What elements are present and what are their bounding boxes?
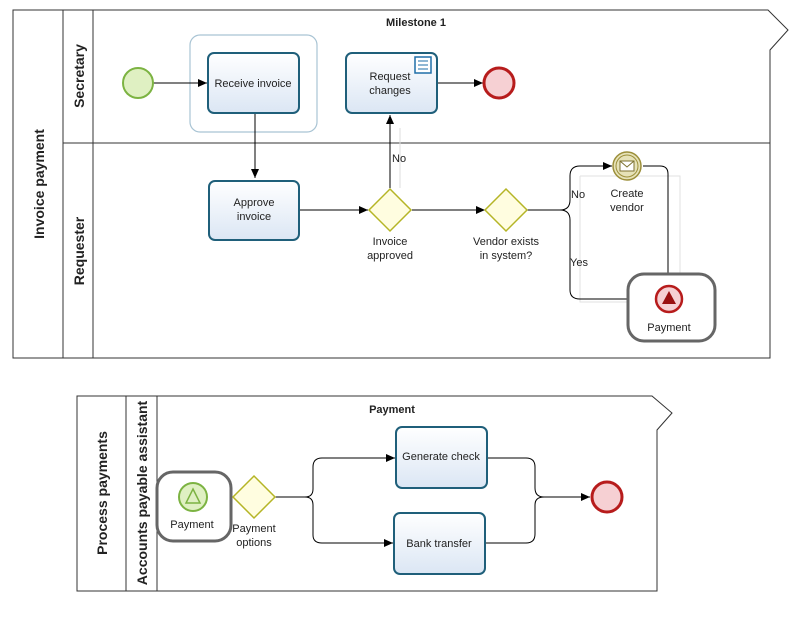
task-request-changes-label-2: changes	[369, 85, 411, 97]
gateway-payment-options[interactable]	[231, 474, 277, 520]
milestone-label: Milestone 1	[386, 17, 446, 29]
pool2-title: Process payments	[94, 431, 110, 555]
signal-end-event-payment[interactable]	[626, 272, 717, 343]
task-approve-invoice-label-1: Approve	[234, 197, 275, 209]
task-approve-invoice-label-2: invoice	[237, 211, 271, 223]
flow-label-no-vendor: No	[571, 189, 585, 201]
flow-yes-to-payment	[527, 209, 655, 303]
flow-check-to-end	[487, 457, 590, 501]
start-event[interactable]	[122, 67, 154, 99]
triangle-signal-icon	[662, 291, 676, 304]
task-receive-invoice-label: Receive invoice	[214, 78, 291, 90]
gateway-invoice-approved[interactable]	[367, 187, 413, 233]
end-event-payment[interactable]	[590, 480, 624, 514]
lane-secretary-label: Secretary	[71, 44, 87, 108]
triangle-signal-icon	[184, 487, 202, 504]
milestone-payment-label: Payment	[369, 404, 415, 416]
task-generate-check[interactable]: Generate check	[395, 426, 488, 489]
flow-label-yes-vendor: Yes	[570, 257, 588, 269]
signal-start-event-payment[interactable]	[155, 470, 233, 543]
flow-label-no-approved: No	[392, 153, 406, 165]
create-vendor-label-2: vendor	[610, 202, 644, 214]
gateway-vendor-exists[interactable]	[483, 187, 529, 233]
flow-transfer-to-end	[485, 496, 545, 544]
sequence-flows-pool1	[153, 79, 672, 303]
create-vendor-label-1: Create	[610, 188, 643, 200]
envelope-icon	[619, 160, 635, 172]
payment-start-label: Payment	[170, 519, 213, 531]
flow-create-vendor-to-payment	[643, 165, 672, 283]
gateway-payment-options-label-2: options	[236, 537, 272, 549]
pool-title: Invoice payment	[31, 129, 47, 239]
flow-to-bank-transfer	[275, 496, 393, 547]
task-receive-invoice[interactable]: Receive invoice	[207, 52, 300, 114]
task-generate-check-label: Generate check	[402, 451, 480, 463]
lane-ap-assistant-label: Accounts payable assistant	[134, 400, 150, 585]
message-event-create-vendor[interactable]	[612, 151, 642, 181]
end-event[interactable]	[482, 66, 516, 100]
gateway-vendor-exists-label-1: Vendor exists	[473, 236, 540, 248]
gateway-payment-options-label-1: Payment	[232, 523, 275, 535]
task-request-changes[interactable]: Request changes	[345, 52, 438, 114]
gateway-invoice-approved-label-1: Invoice	[373, 236, 408, 248]
gateway-invoice-approved-label-2: approved	[367, 250, 413, 262]
flow-no-to-create-vendor	[527, 162, 612, 211]
task-bank-transfer[interactable]: Bank transfer	[393, 512, 486, 575]
gateway-vendor-exists-label-2: in system?	[480, 250, 533, 262]
task-bank-transfer-label: Bank transfer	[406, 538, 472, 550]
task-request-changes-label-1: Request	[370, 71, 411, 83]
pool-process-payments: Process payments Accounts payable assist…	[76, 395, 673, 592]
flow-to-generate-check	[275, 454, 395, 498]
task-approve-invoice[interactable]: Approve invoice	[208, 180, 300, 241]
document-icon	[414, 56, 432, 74]
lane-requester-label: Requester	[71, 216, 87, 285]
payment-end-label: Payment	[647, 322, 690, 334]
